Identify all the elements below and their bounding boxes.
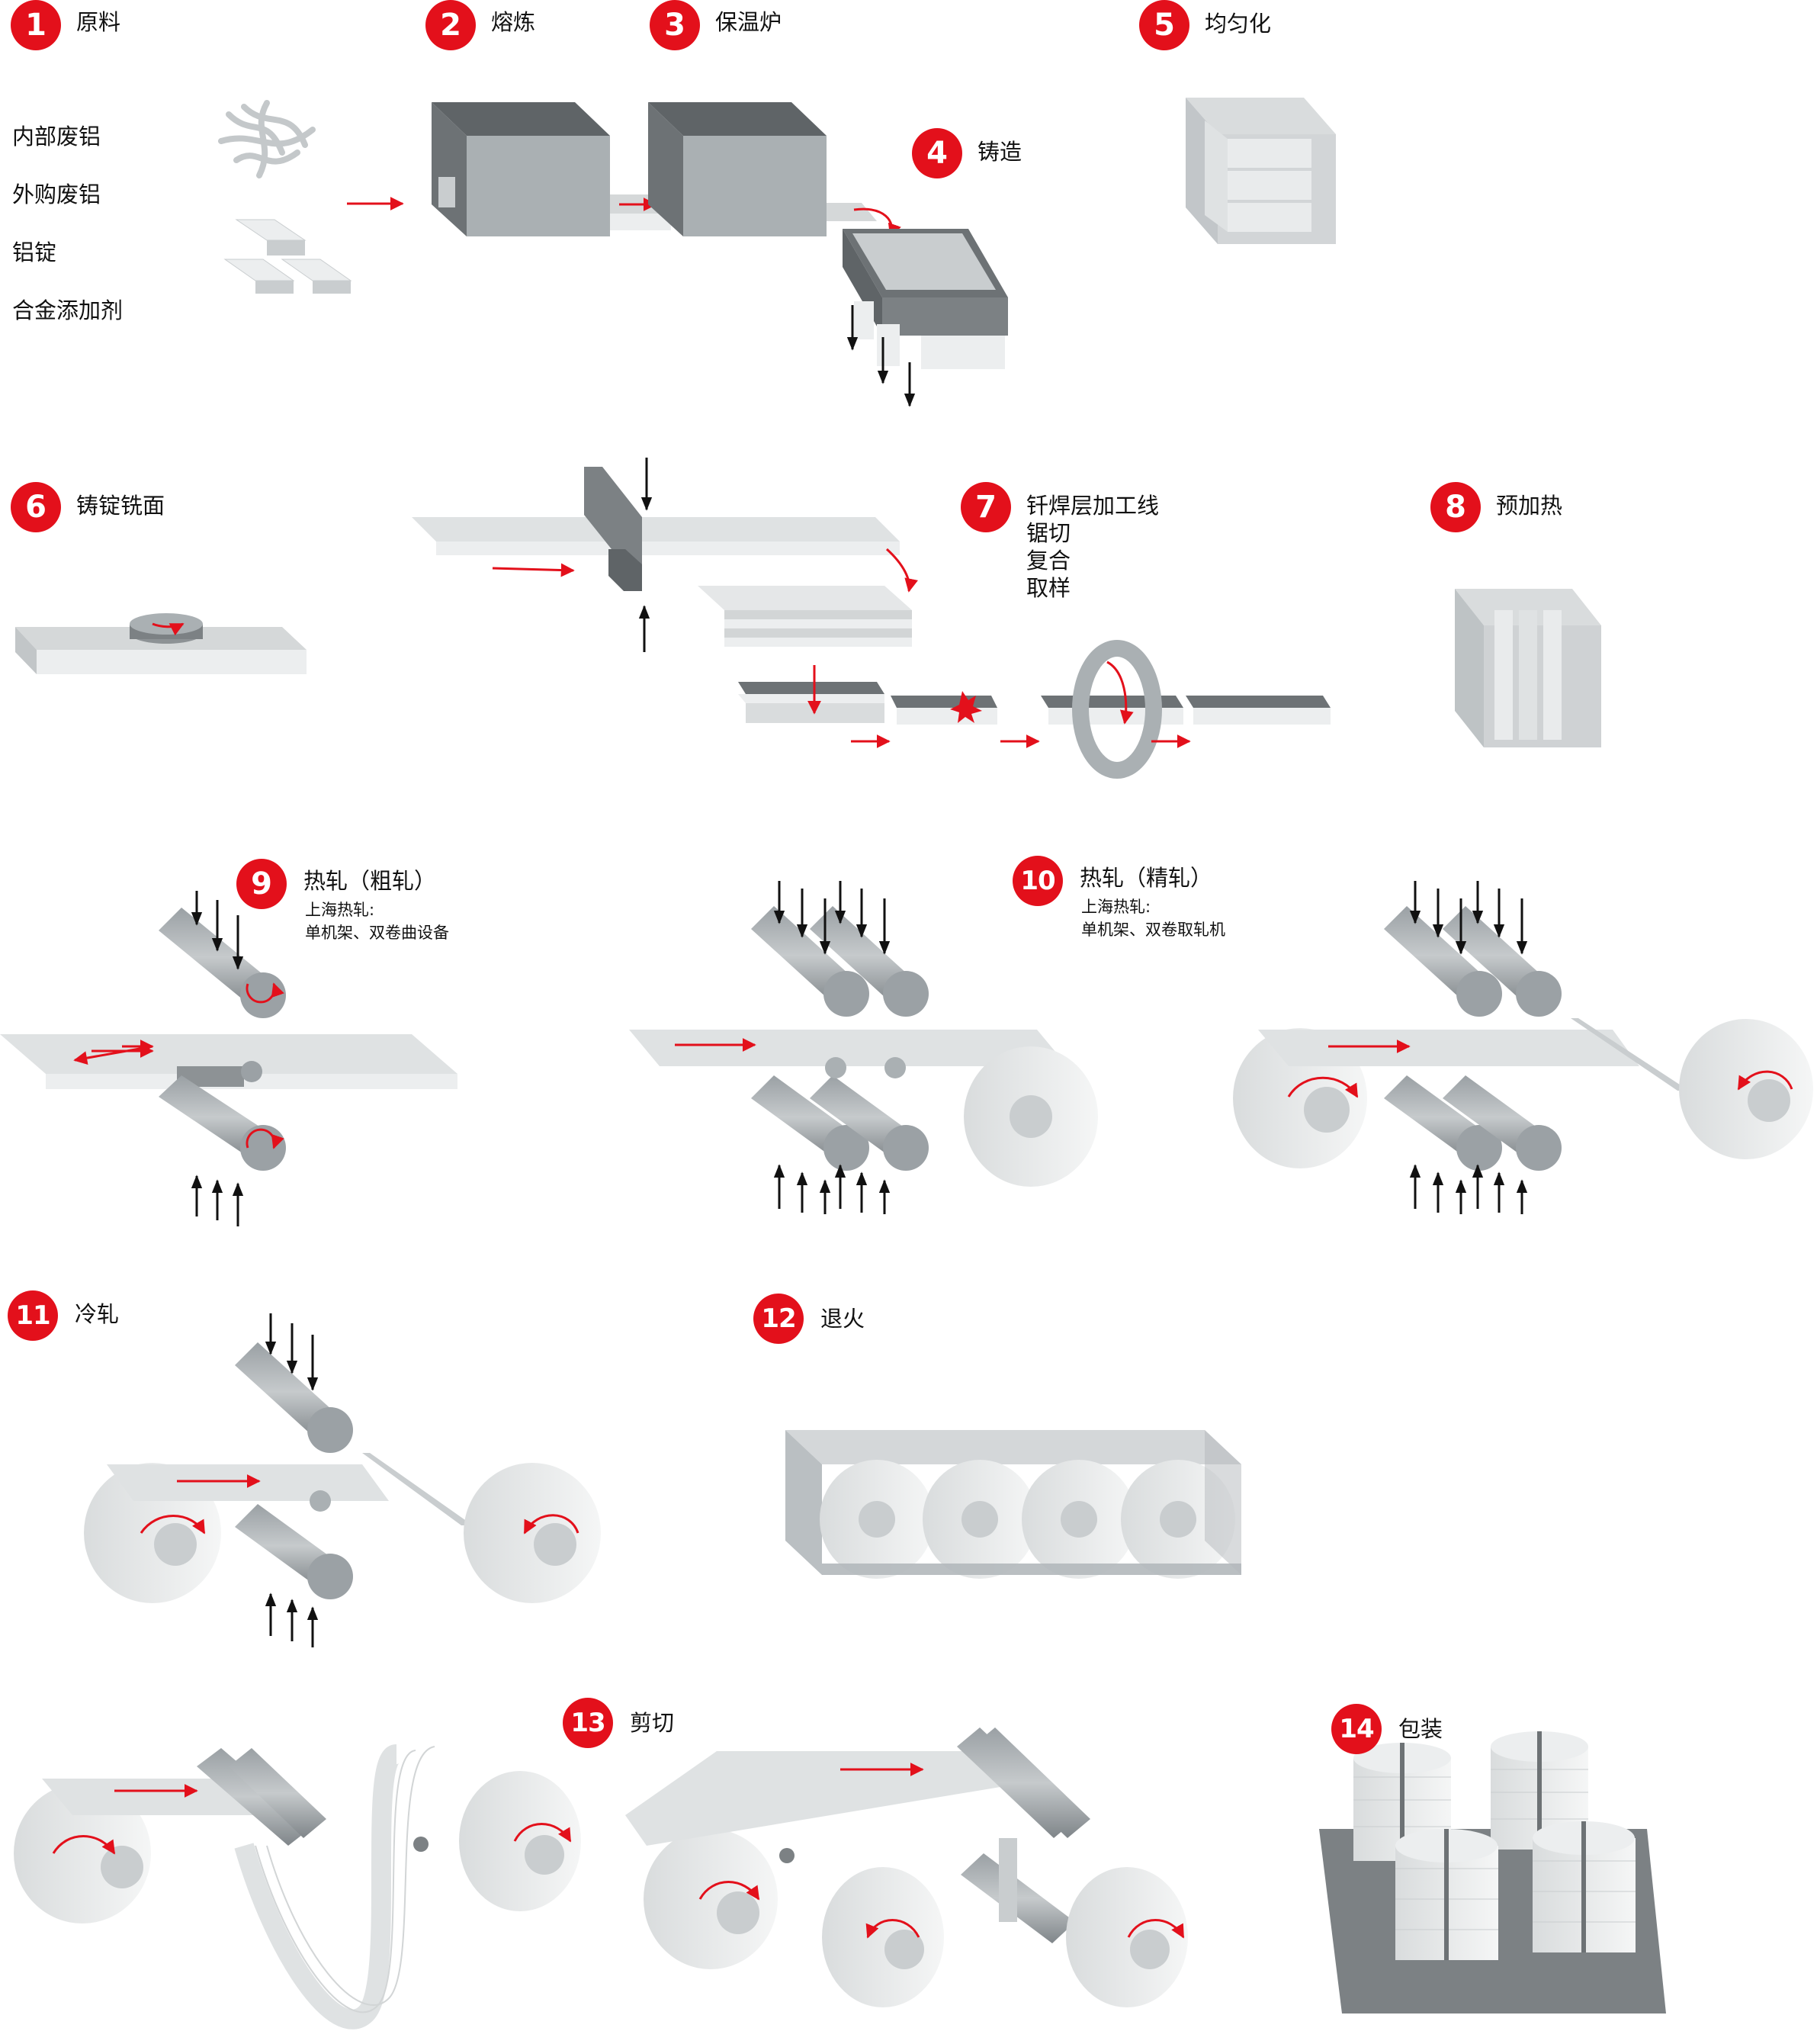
holding-furnace (648, 102, 901, 238)
step-7-line: 锯切 (1026, 520, 1071, 546)
scrap-aluminum-illustration (218, 100, 316, 178)
finishing-mill-tandem (629, 881, 1098, 1214)
step-3-title: 保温炉 (715, 9, 782, 35)
step-9-badge: 9 (236, 859, 287, 909)
step-13-title: 剪切 (630, 1710, 675, 1736)
step-8-badge: 8 (1430, 482, 1481, 532)
cold-rolling-mill (84, 1313, 601, 1647)
melting-furnace (432, 102, 610, 236)
step-9-line: 上海热轧: (305, 901, 375, 919)
step-7-badge: 7 (961, 482, 1011, 532)
raw-material-item: 合金添加剂 (12, 297, 124, 323)
slitting-line (14, 1744, 581, 2030)
step-1-title: 原料 (76, 9, 121, 35)
step-13-badge: 13 (563, 1698, 613, 1748)
step-12-title: 退火 (820, 1306, 865, 1332)
ingot-stack-illustration (223, 219, 352, 294)
ingot-scalping (15, 613, 307, 674)
step-4-badge: 4 (912, 128, 962, 178)
homogenizing-furnace (1186, 98, 1336, 244)
step-12-badge: 12 (753, 1294, 804, 1344)
step-10-title: 热轧（精轧） (1080, 865, 1213, 891)
brazing-line (412, 458, 1331, 779)
step-8-title: 预加热 (1496, 493, 1563, 519)
step-7-title: 钎焊层加工线 (1026, 493, 1160, 519)
step-10-line: 单机架、双卷取轧机 (1081, 921, 1225, 939)
raw-material-item: 铝锭 (12, 239, 57, 265)
step-7-line: 复合 (1026, 548, 1071, 574)
step-9-line: 单机架、双卷曲设备 (305, 924, 449, 942)
raw-material-item: 内部废铝 (12, 124, 101, 149)
step-5-badge: 5 (1139, 0, 1189, 50)
step-2-title: 熔炼 (491, 9, 536, 35)
step-3-badge: 3 (650, 0, 700, 50)
step-1-badge: 1 (11, 0, 61, 50)
raw-material-item: 外购废铝 (12, 182, 101, 207)
step-11-badge: 11 (8, 1290, 58, 1341)
finishing-mill-reversing (1233, 881, 1813, 1214)
step-4-title: 铸造 (978, 139, 1022, 165)
preheating-furnace (1455, 589, 1601, 747)
step-9-title: 热轧（粗轧） (303, 868, 437, 894)
step-11-title: 冷轧 (75, 1301, 120, 1327)
annealing-furnace (785, 1430, 1241, 1579)
step-10-line: 上海热轧: (1081, 898, 1151, 916)
step-6-title: 铸锭铣面 (76, 493, 165, 519)
step-7-line: 取样 (1026, 575, 1071, 601)
step-10-badge: 10 (1013, 856, 1063, 906)
packed-coils (1319, 1731, 1666, 2013)
slitting-line-2 (625, 1727, 1188, 2007)
roughing-mill (0, 891, 457, 1226)
step-5-title: 均匀化 (1205, 11, 1272, 37)
step-14-title: 包装 (1398, 1716, 1443, 1742)
casting-machine (843, 229, 1008, 407)
step-14-badge: 14 (1331, 1704, 1382, 1754)
step-2-badge: 2 (425, 0, 476, 50)
step-6-badge: 6 (11, 482, 61, 532)
